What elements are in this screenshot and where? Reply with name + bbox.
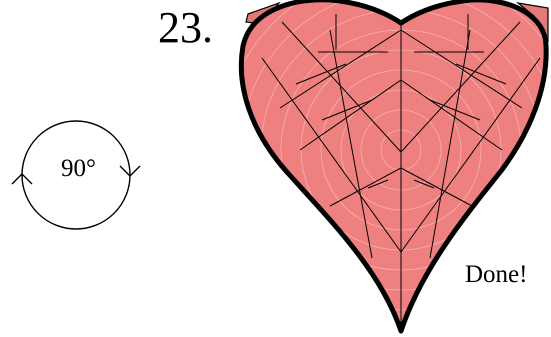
done-label: Done! [465,262,527,287]
rotation-label: 90° [61,156,96,181]
